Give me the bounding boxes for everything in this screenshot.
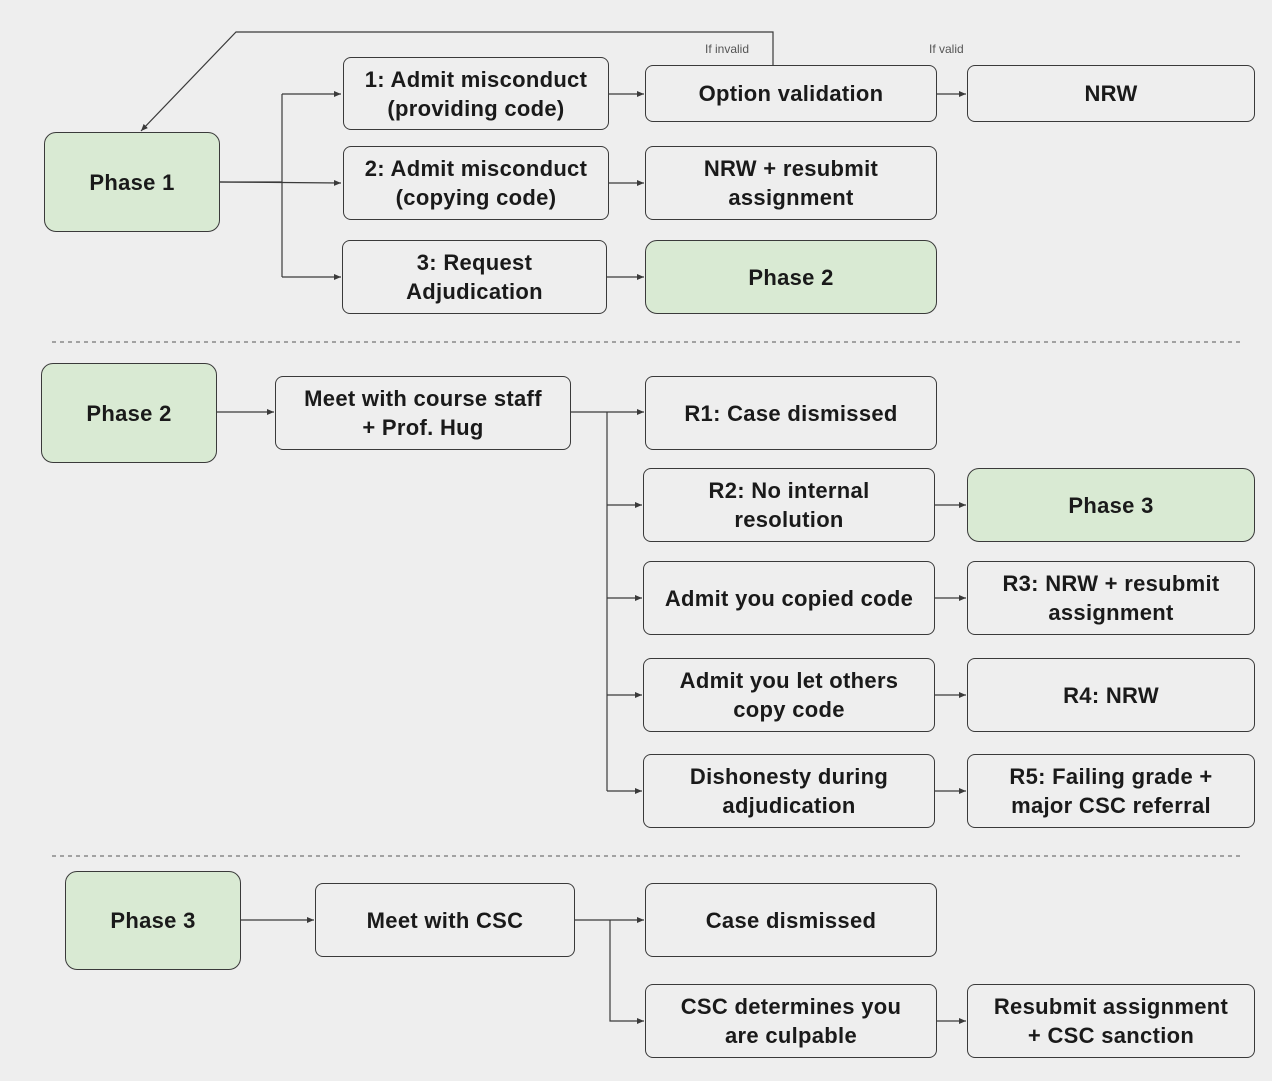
admit-let-copy-label: Admit you let others copy code [679, 668, 899, 722]
csc-sanction-node: Resubmit assignment + CSC sanction [967, 984, 1255, 1058]
nrw-node: NRW [967, 65, 1255, 122]
phase3-target-label: Phase 3 [1068, 492, 1154, 518]
meet-csc-node: Meet with CSC [315, 883, 575, 957]
r3-label: R3: NRW + resubmit assignment [1002, 571, 1220, 625]
admit-copied-node: Admit you copied code [643, 561, 935, 635]
r5-label: R5: Failing grade + major CSC referral [1009, 764, 1213, 818]
option1-label: 1: Admit misconduct (providing code) [364, 66, 588, 121]
phase2-label: Phase 2 [86, 400, 172, 426]
if-invalid-label: If invalid [705, 42, 750, 56]
nrw-label: NRW [1084, 81, 1138, 106]
admit-let-copy-node: Admit you let others copy code [643, 658, 935, 732]
r4-label: R4: NRW [1063, 682, 1159, 708]
case-dismissed-node: Case dismissed [645, 883, 937, 957]
phase2-target-node: Phase 2 [645, 240, 937, 314]
option2-label: 2: Admit misconduct (copying code) [364, 156, 588, 210]
admit-copied-label: Admit you copied code [664, 585, 914, 611]
nrw-resubmit-label: NRW + resubmit assignment [703, 156, 879, 210]
option-validation-node: Option validation [645, 65, 937, 122]
option1-node: 1: Admit misconduct (providing code) [343, 57, 609, 130]
option3-node: 3: Request Adjudication [342, 240, 607, 314]
option2-node: 2: Admit misconduct (copying code) [343, 146, 609, 220]
option-validation-label: Option validation [698, 81, 884, 106]
phase3-target-node: Phase 3 [967, 468, 1255, 542]
meet-staff-label: Meet with course staff + Prof. Hug [304, 386, 542, 440]
csc-sanction-label: Resubmit assignment + CSC sanction [993, 994, 1229, 1048]
r2-node: R2: No internal resolution [643, 468, 935, 542]
r5-node: R5: Failing grade + major CSC referral [967, 754, 1255, 828]
dishonesty-label: Dishonesty during adjudication [689, 764, 889, 818]
r1-label: R1: Case dismissed [684, 400, 898, 426]
r1-node: R1: Case dismissed [645, 376, 937, 450]
phase3-node: Phase 3 [65, 871, 241, 970]
case-dismissed-label: Case dismissed [705, 907, 877, 933]
nrw-resubmit-node: NRW + resubmit assignment [645, 146, 937, 220]
r2-label: R2: No internal resolution [708, 478, 870, 532]
if-valid-label: If valid [929, 42, 964, 56]
phase1-label: Phase 1 [89, 169, 175, 195]
phase2-target-label: Phase 2 [748, 264, 834, 290]
meet-csc-label: Meet with CSC [366, 907, 524, 933]
phase3-label: Phase 3 [110, 908, 196, 933]
meet-staff-node: Meet with course staff + Prof. Hug [275, 376, 571, 450]
dishonesty-node: Dishonesty during adjudication [643, 754, 935, 828]
phase1-node: Phase 1 [44, 132, 220, 232]
r3-node: R3: NRW + resubmit assignment [967, 561, 1255, 635]
option3-label: 3: Request Adjudication [406, 250, 543, 304]
phase2-node: Phase 2 [41, 363, 217, 463]
csc-culpable-node: CSC determines you are culpable [645, 984, 937, 1058]
r4-node: R4: NRW [967, 658, 1255, 732]
csc-culpable-label: CSC determines you are culpable [680, 994, 902, 1048]
